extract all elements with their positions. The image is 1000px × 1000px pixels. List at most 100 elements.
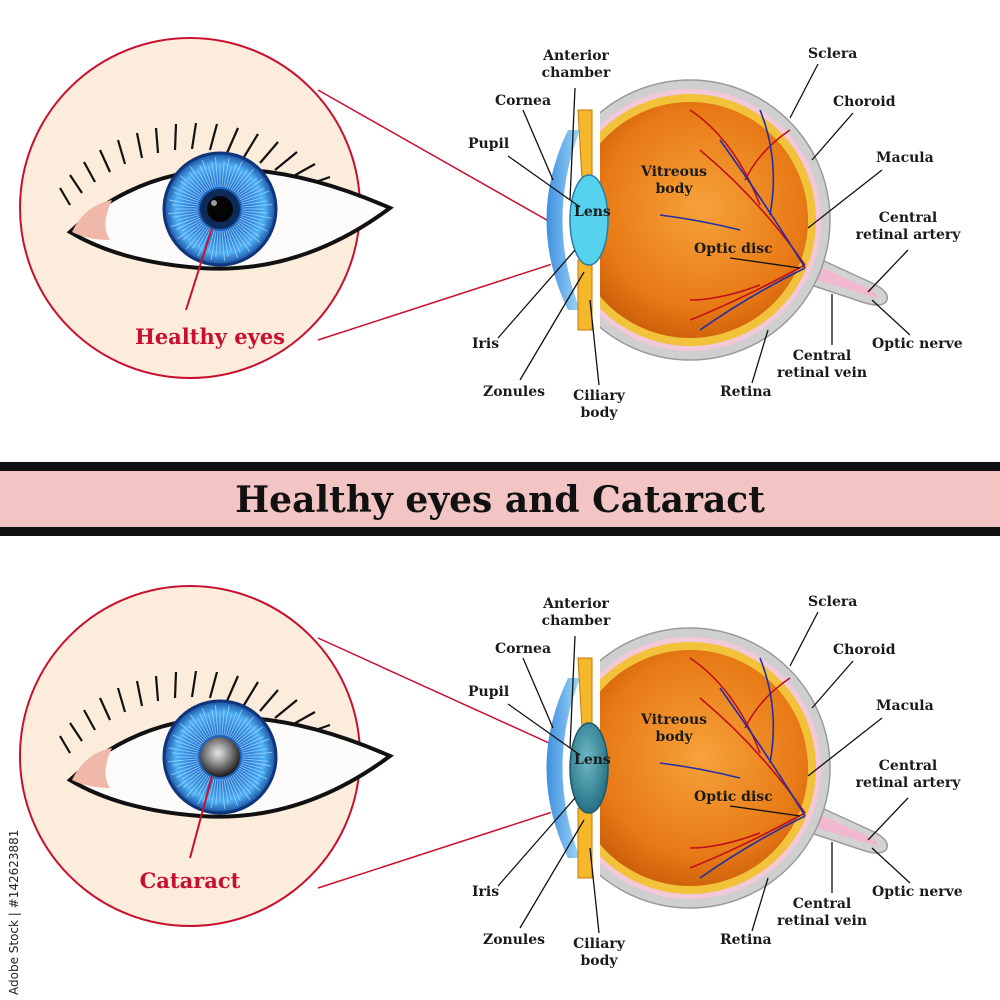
iris-ray	[239, 736, 264, 749]
label-optic-disc: Optic disc	[694, 789, 773, 805]
iris-ray	[241, 758, 268, 762]
iris-ray	[241, 210, 268, 214]
iris-ray	[172, 734, 201, 749]
iris-ray	[215, 778, 219, 805]
iris-ray	[225, 714, 232, 736]
iris-ray	[172, 212, 199, 218]
iris-ray	[230, 170, 243, 191]
iris-ray	[168, 758, 199, 762]
label-macula: Macula	[876, 150, 934, 166]
iris-ray	[179, 723, 204, 744]
cloudy-lens	[569, 722, 609, 814]
iris-ray	[241, 214, 263, 221]
iris-ray	[227, 163, 237, 189]
iris-ray	[208, 230, 215, 252]
iris-ray	[225, 778, 232, 800]
iris-ray	[181, 734, 202, 747]
iris-ray	[232, 717, 248, 740]
iris-ray	[215, 230, 219, 257]
eye-cross-section	[546, 79, 888, 361]
iris-ray	[188, 224, 205, 241]
iris-ray	[232, 774, 251, 800]
iris-ray	[223, 157, 230, 188]
iris-ray	[238, 219, 259, 232]
iris-ray	[239, 765, 268, 780]
iris-ray	[210, 778, 217, 809]
label-optic-nerve: Optic nerve	[872, 336, 963, 352]
iris-ray	[180, 181, 203, 197]
iris-ray	[168, 199, 199, 206]
iris-ray	[215, 705, 219, 736]
zoom-connector-line	[317, 89, 583, 241]
label-optic-disc: Optic disc	[694, 241, 773, 257]
pupil	[207, 196, 233, 222]
iris-ray	[237, 726, 263, 745]
iris-ray	[227, 229, 239, 259]
iris-ray	[186, 773, 207, 798]
iris-ray	[181, 219, 202, 232]
label-zonules: Zonules	[483, 384, 545, 400]
iris-ray	[172, 204, 199, 208]
iris-ray	[241, 197, 263, 204]
iris-ray	[236, 725, 258, 744]
iris-ray	[181, 186, 202, 199]
iris-ray	[235, 177, 252, 194]
iris-ray	[241, 200, 268, 206]
eye-cross-section	[546, 627, 888, 909]
iris-ray	[172, 760, 199, 766]
retinal-vessels	[659, 657, 806, 879]
cornea	[546, 678, 580, 858]
iris-ray	[188, 171, 207, 193]
label-choroid: Choroid	[833, 94, 896, 110]
iris-ray	[227, 777, 239, 807]
iris-ray	[238, 186, 259, 199]
iris-ray	[228, 228, 241, 253]
iris-ray	[177, 197, 199, 204]
iris-ray	[221, 778, 225, 809]
label-retina: Retina	[720, 384, 772, 400]
iris-ray	[197, 775, 210, 796]
iris-ray	[208, 714, 215, 736]
tear-duct	[72, 748, 112, 788]
iris-ray	[221, 230, 225, 261]
iris-ray	[201, 707, 213, 737]
iris-ray	[177, 762, 199, 769]
iris-ray	[199, 713, 212, 738]
cornea	[546, 130, 580, 310]
iris-ray	[228, 161, 243, 190]
closeup-caption: Cataract	[140, 868, 241, 893]
pointer-line	[185, 227, 213, 311]
iris-ray	[211, 161, 217, 188]
iris-ray	[176, 217, 201, 230]
iris-ray	[232, 169, 248, 192]
iris-ray	[239, 217, 268, 232]
iris-ray	[230, 775, 243, 796]
iris-ray	[201, 159, 213, 189]
iris-ray	[240, 190, 270, 202]
iris-ray	[241, 748, 268, 754]
iris-ray	[182, 222, 204, 241]
iris-ray	[221, 709, 225, 736]
iris-ray	[188, 772, 205, 789]
iris-ray	[239, 188, 264, 201]
label-zonules: Zonules	[483, 932, 545, 948]
iris-ray	[192, 774, 208, 797]
iris-ray	[237, 221, 260, 237]
label-retina: Retina	[720, 932, 772, 948]
iris-ray	[172, 752, 199, 756]
iris-ray	[230, 718, 243, 739]
iris-ray	[211, 709, 217, 736]
label-cornea: Cornea	[495, 641, 551, 657]
iris-ray	[177, 745, 199, 752]
iris-ray	[235, 224, 252, 241]
iris-ray	[179, 175, 204, 196]
healthy-eye-panel: Healthy eyes	[19, 37, 963, 421]
cataract-eye-panel: Cataract	[19, 585, 963, 969]
iris-ray	[227, 711, 237, 737]
